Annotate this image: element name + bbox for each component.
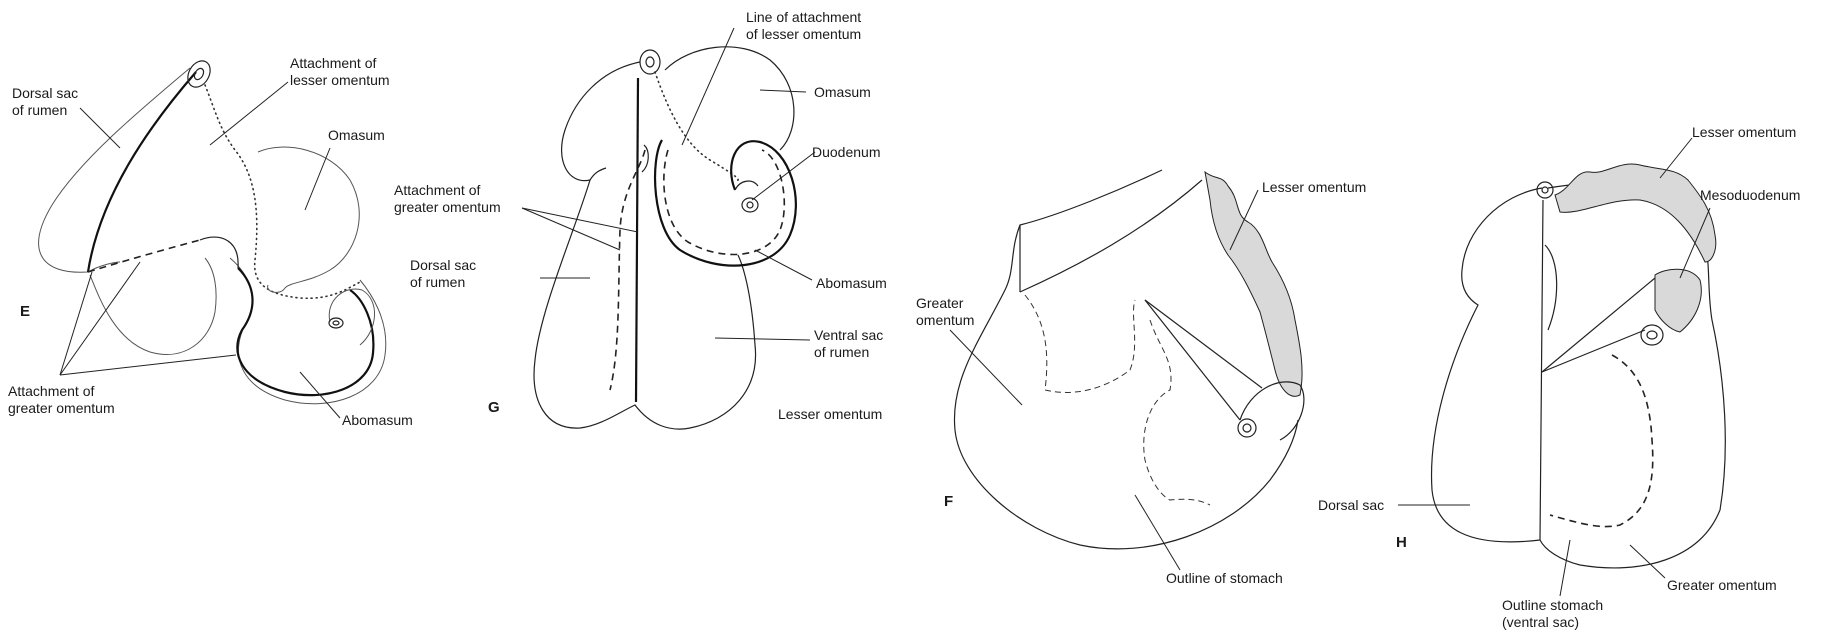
label-abomasum-g: Abomasum — [816, 275, 887, 291]
leader-dorsal-sac-e — [80, 108, 120, 148]
label-greater-omentum-h: Greater omentum — [1667, 577, 1777, 593]
label-mesoduodenum-h: Mesoduodenum — [1700, 187, 1800, 203]
midline-h — [1540, 200, 1543, 540]
lesser-omentum-h — [1555, 164, 1716, 262]
ventral-sac-dash-h — [1550, 355, 1653, 527]
leader-omasum-e — [305, 148, 330, 210]
label-omasum-g: Omasum — [814, 84, 871, 100]
reticulum-fold-g — [642, 145, 648, 172]
duodenum-lumen-h — [1647, 331, 1657, 339]
lesser-omentum-f — [1205, 172, 1302, 396]
leader-greater-omentum-f — [950, 330, 1022, 405]
leader-greater-1-g — [522, 208, 620, 250]
inner-fold-h — [1545, 245, 1557, 330]
esophagus-lumen-h — [1542, 187, 1548, 193]
label-dorsal-sac-h: Dorsal sac — [1318, 497, 1384, 513]
rumen-outline-g — [534, 62, 755, 429]
label-lesser-omentum-h: Lesser omentum — [1692, 124, 1796, 140]
lesser-omentum-line-e — [205, 85, 360, 298]
leader-greater-3-e — [60, 355, 236, 375]
rumen-notch-g — [590, 168, 606, 180]
duodenum-end-e — [329, 318, 343, 328]
mesoduodenum-h — [1655, 269, 1701, 332]
fold-line-e — [200, 237, 238, 268]
panel-h: Lesser omentum Mesoduodenum Dorsal sac G… — [1318, 124, 1800, 630]
duodenum-lumen-g — [747, 202, 753, 208]
label-lesser-omentum-g: Lesser omentum — [778, 406, 882, 422]
lesser-omentum-line-g — [655, 72, 738, 180]
leader-outline-stomach-h — [1560, 540, 1570, 596]
duodenum-lumen-f — [1243, 424, 1251, 432]
greater-omentum-dash-g — [610, 150, 645, 390]
esophagus-lumen-g — [646, 57, 654, 67]
cone-line-h1 — [1542, 278, 1655, 372]
leader-greater-2-e — [60, 262, 140, 375]
label-lesser-omentum-f: Lesser omentum — [1262, 179, 1366, 195]
label-outline-stomach-f: Outline of stomach — [1166, 570, 1283, 586]
label-omasum-e: Omasum — [328, 127, 385, 143]
stomach-outline-dash-f2 — [1144, 320, 1210, 505]
esophagus-e — [183, 57, 214, 91]
abomasum-dash-g — [664, 150, 784, 255]
fold-dash-e — [88, 240, 200, 272]
label-duodenum-g: Duodenum — [812, 144, 881, 160]
leader-outline-stomach-f — [1135, 495, 1180, 570]
duodenum-end-h — [1641, 325, 1663, 345]
duodenum-end-f — [1238, 419, 1256, 437]
leader-lesser-omentum-h — [1660, 138, 1692, 178]
stomach-outline-dash-f — [1025, 295, 1135, 392]
omasum-e — [258, 147, 359, 292]
abomasum-e — [237, 268, 373, 395]
esophagus-g — [640, 50, 660, 74]
cone-line-h2 — [1542, 330, 1645, 372]
leader-abomasum-g — [755, 250, 812, 280]
panel-letter-f: F — [944, 493, 953, 510]
leader-lesser-omentum-e — [210, 82, 288, 145]
duodenum-lumen-e — [333, 321, 339, 325]
leader-ventral-sac-g — [715, 338, 810, 340]
rumen-midline-g — [636, 78, 638, 402]
abomasum-g — [655, 140, 796, 266]
panel-letter-e: E — [20, 303, 30, 320]
omentum-fold-f — [1020, 180, 1202, 292]
duodenum-end-g — [742, 198, 758, 212]
panel-letter-h: H — [1396, 534, 1407, 551]
duodenum-g — [735, 181, 758, 190]
rumen-wall-e — [88, 72, 196, 272]
esophagus-lumen-e — [193, 67, 206, 81]
label-outline-stomach-h: Outline stomach(ventral sac) — [1502, 597, 1603, 630]
esophagus-h — [1537, 182, 1553, 198]
panel-letter-g: G — [488, 399, 500, 416]
leader-lesser-attach-g — [682, 28, 734, 145]
label-abomasum-e: Abomasum — [342, 412, 413, 428]
leader-greater-1-e — [60, 272, 92, 375]
leader-omasum-g — [760, 90, 806, 92]
dorsal-sac-outline-h — [1432, 188, 1542, 542]
